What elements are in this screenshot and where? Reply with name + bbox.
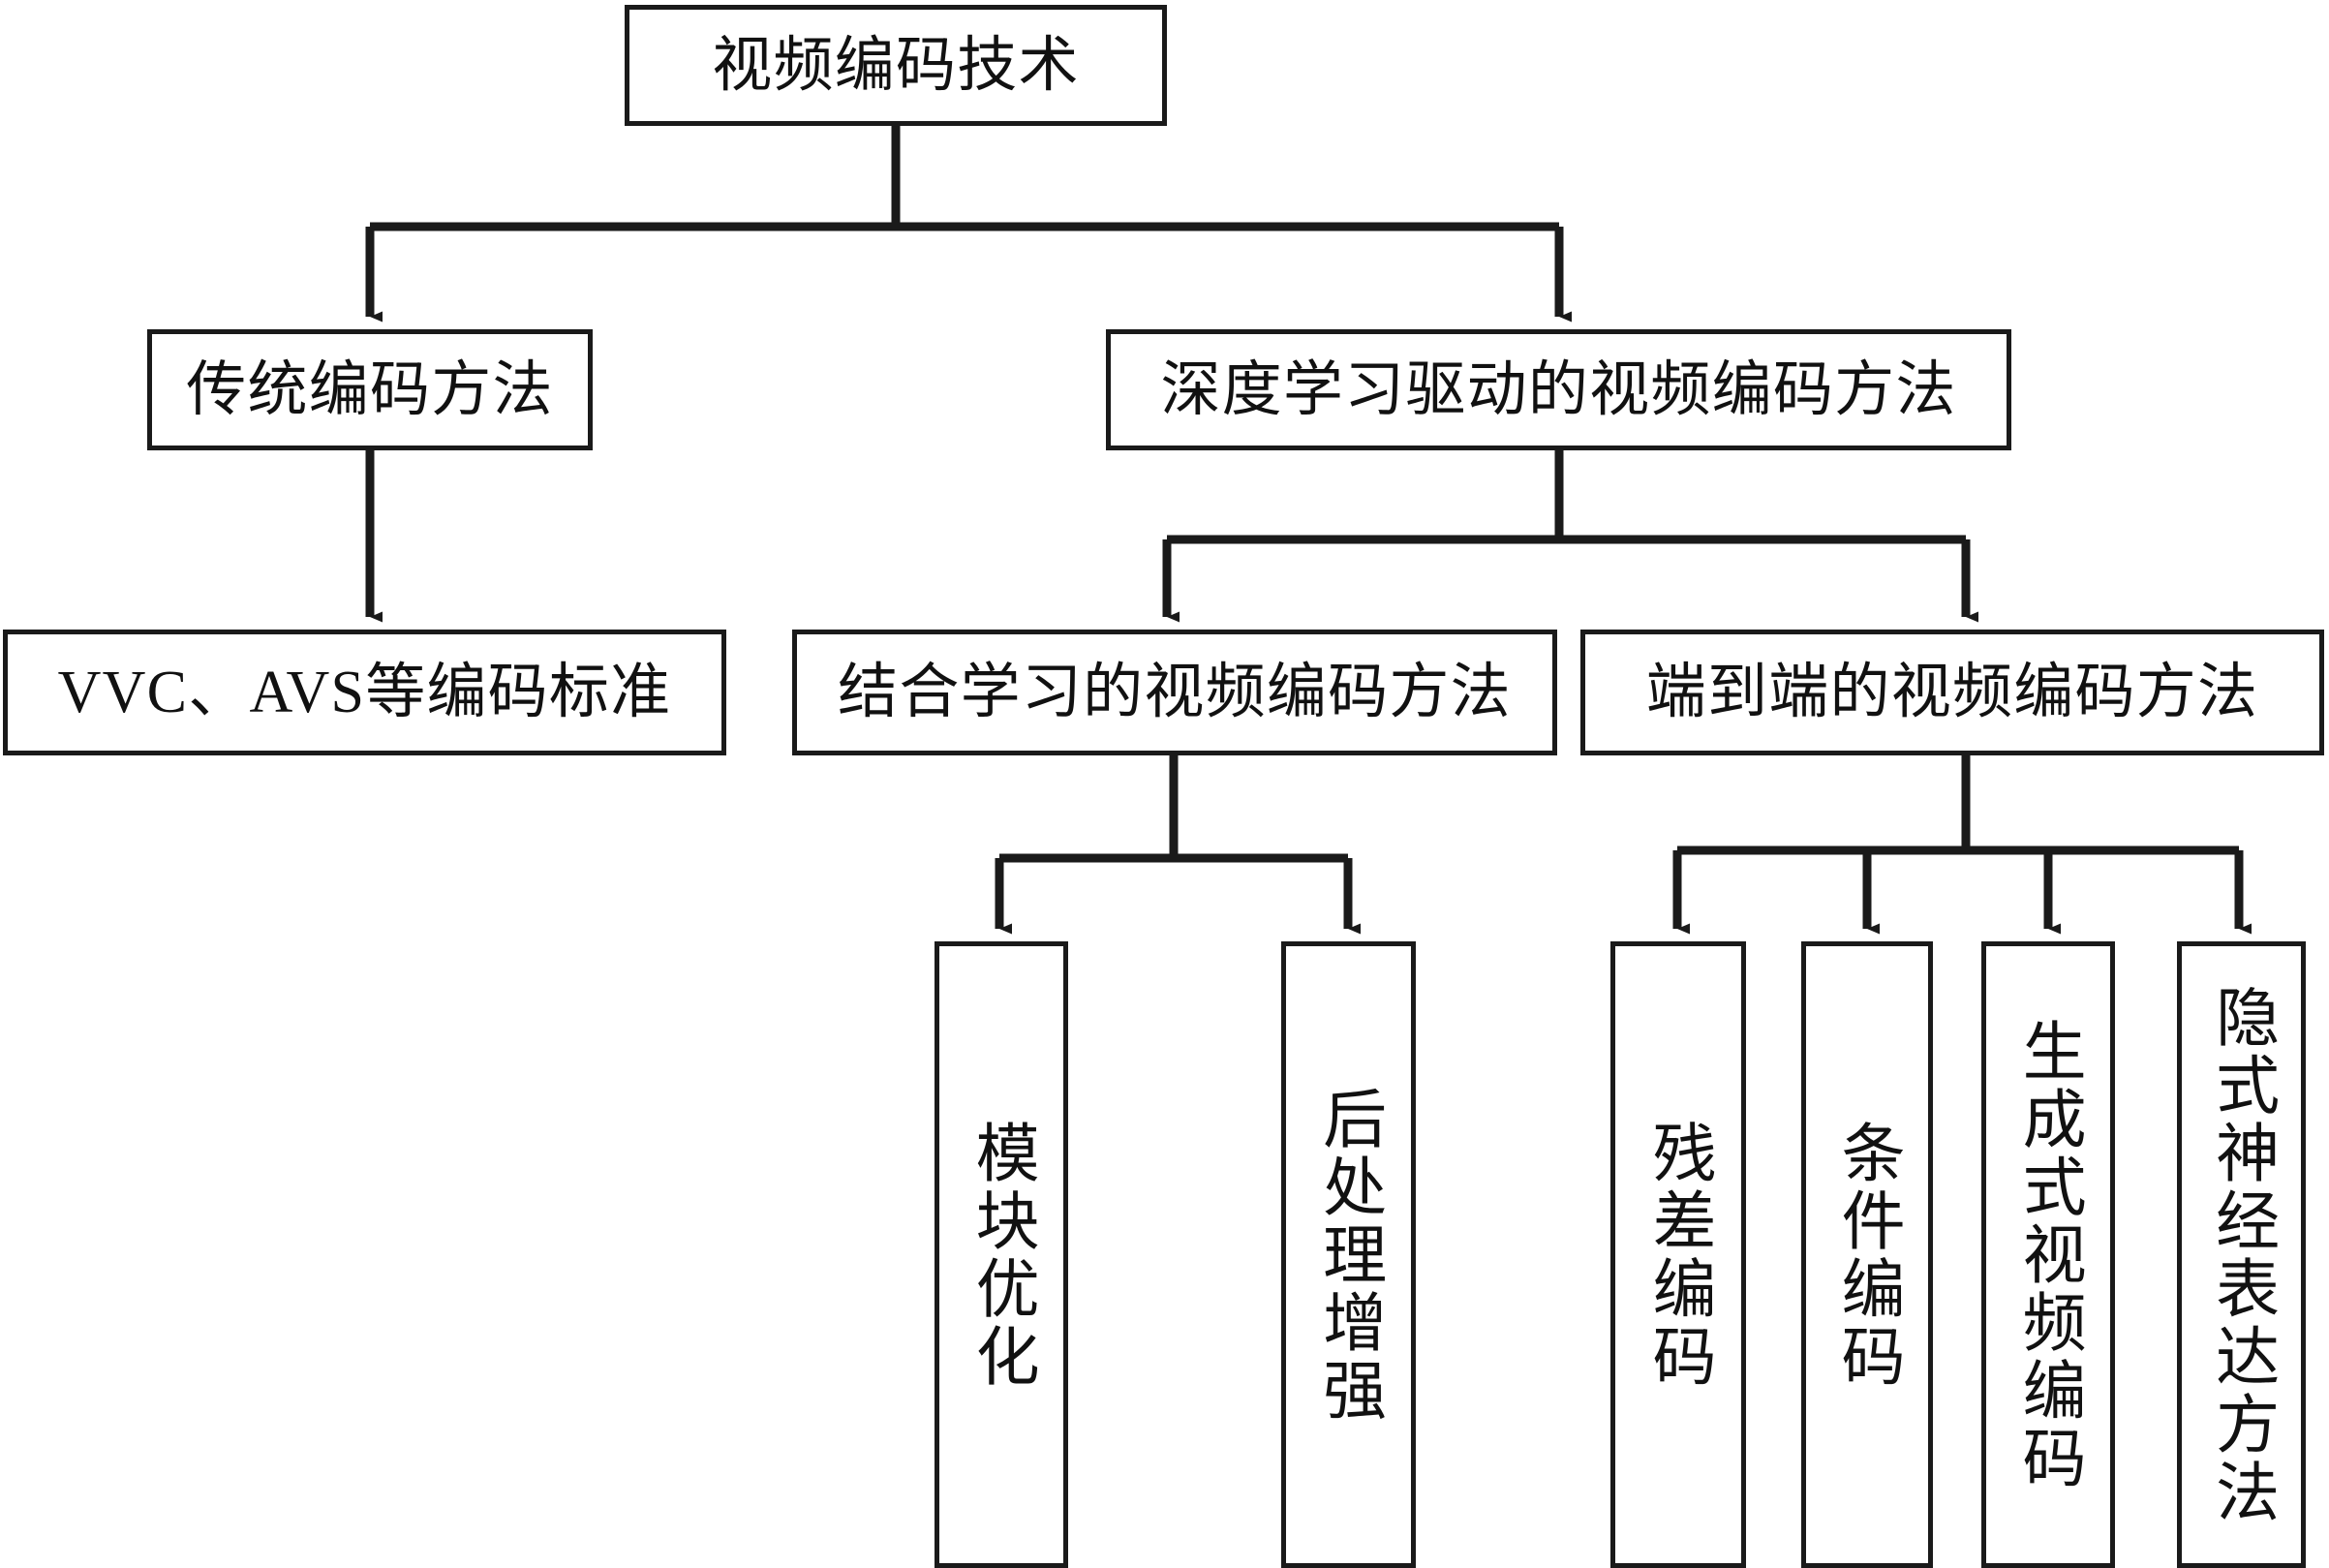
edge-deeplearning-to-level2 bbox=[1162, 450, 1978, 623]
node-end-to-end-coding[interactable]: 端到端的视频编码方法 bbox=[1580, 630, 2324, 755]
node-hybrid-learning-coding[interactable]: 结合学习的视频编码方法 bbox=[792, 630, 1557, 755]
node-residual-coding[interactable]: 残差编码 bbox=[1610, 941, 1746, 1568]
node-generative-video-coding[interactable]: 生成式视频编码 bbox=[1981, 941, 2115, 1568]
node-post-processing-enhancement[interactable]: 后处理增强 bbox=[1281, 941, 1416, 1568]
node-implicit-neural-representation-label: 隐式神经表达方法 bbox=[2206, 983, 2278, 1526]
node-traditional-coding[interactable]: 传统编码方法 bbox=[147, 329, 593, 450]
edge-root-to-level1 bbox=[365, 126, 1572, 323]
node-coding-standards-label: VVC、AVS等编码标准 bbox=[57, 660, 672, 725]
node-conditional-coding-label: 条件编码 bbox=[1831, 1119, 1903, 1391]
edge-hybrid-to-leaves bbox=[995, 755, 1361, 935]
node-deep-learning-coding-label: 深度学习驱动的视频编码方法 bbox=[1160, 356, 1957, 423]
node-root[interactable]: 视频编码技术 bbox=[625, 5, 1167, 126]
node-deep-learning-coding[interactable]: 深度学习驱动的视频编码方法 bbox=[1106, 329, 2011, 450]
node-module-optimization[interactable]: 模块优化 bbox=[935, 941, 1068, 1568]
node-root-label: 视频编码技术 bbox=[712, 32, 1080, 99]
node-residual-coding-label: 残差编码 bbox=[1642, 1119, 1714, 1391]
node-post-processing-enhancement-label: 后处理增强 bbox=[1313, 1085, 1385, 1425]
edge-endtoend-to-leaves bbox=[1672, 755, 2252, 935]
node-traditional-coding-label: 传统编码方法 bbox=[186, 356, 554, 423]
node-module-optimization-label: 模块优化 bbox=[965, 1119, 1037, 1391]
node-coding-standards[interactable]: VVC、AVS等编码标准 bbox=[3, 630, 726, 755]
node-generative-video-coding-label: 生成式视频编码 bbox=[2012, 1017, 2084, 1492]
node-conditional-coding[interactable]: 条件编码 bbox=[1801, 941, 1933, 1568]
node-end-to-end-coding-label: 端到端的视频编码方法 bbox=[1645, 660, 2259, 725]
node-hybrid-learning-coding-label: 结合学习的视频编码方法 bbox=[838, 660, 1512, 725]
node-implicit-neural-representation[interactable]: 隐式神经表达方法 bbox=[2177, 941, 2306, 1568]
